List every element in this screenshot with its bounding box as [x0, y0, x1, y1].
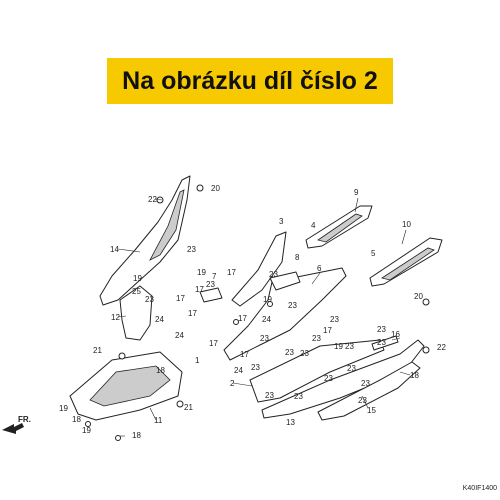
part-callout-21: 21 — [184, 403, 193, 412]
part-callout-23: 23 — [345, 342, 354, 351]
banner-text: Na obrázku díl číslo 2 — [122, 66, 378, 95]
part-callout-15: 15 — [367, 406, 376, 415]
part-small-cover — [199, 287, 223, 303]
leader-lines — [117, 197, 411, 437]
part-callout-24: 24 — [262, 315, 271, 324]
part-callout-19: 19 — [263, 295, 272, 304]
part-callout-24: 24 — [175, 331, 184, 340]
part-bracket — [231, 231, 287, 307]
part-callout-10: 10 — [402, 220, 411, 229]
part-callout-18: 18 — [72, 415, 81, 424]
part-callout-23: 23 — [312, 334, 321, 343]
part-callout-12: 12 — [111, 313, 120, 322]
part-callout-23: 23 — [285, 348, 294, 357]
part-callout-18: 18 — [132, 431, 141, 440]
part-callout-23: 23 — [358, 396, 367, 405]
part-callout-1: 1 — [195, 356, 200, 365]
part-undercover-inset — [89, 365, 171, 407]
part-front-cover — [99, 175, 191, 306]
part-inner-panel — [119, 285, 153, 341]
part-callout-23: 23 — [294, 392, 303, 401]
part-callout-17: 17 — [323, 326, 332, 335]
part-callout-19: 19 — [334, 342, 343, 351]
part-callout-23: 23 — [330, 315, 339, 324]
part-callout-19: 19 — [197, 268, 206, 277]
part-callout-19: 19 — [133, 274, 142, 283]
part-callout-23: 23 — [251, 363, 260, 372]
part-callout-4: 4 — [311, 221, 316, 230]
part-callout-23: 23 — [260, 334, 269, 343]
part-callout-17: 17 — [188, 309, 197, 318]
part-callout-23: 23 — [145, 295, 154, 304]
part-callout-7: 7 — [212, 272, 217, 281]
part-callout-14: 14 — [110, 245, 119, 254]
part-rail — [371, 335, 399, 351]
part-callout-24: 24 — [155, 315, 164, 324]
part-center-panel — [223, 267, 347, 361]
part-callout-18: 18 — [410, 371, 419, 380]
part-callout-8: 8 — [295, 253, 300, 262]
part-callout-18: 18 — [156, 366, 165, 375]
part-callout-20: 20 — [211, 184, 220, 193]
part-side-trim-upper-inset — [317, 213, 363, 243]
part-callout-22: 22 — [437, 343, 446, 352]
part-callout-2: 2 — [230, 379, 235, 388]
part-callout-21: 21 — [93, 346, 102, 355]
part-callout-23: 23 — [269, 270, 278, 279]
part-callout-17: 17 — [176, 294, 185, 303]
part-callout-17: 17 — [209, 339, 218, 348]
part-callout-17: 17 — [238, 314, 247, 323]
part-callout-11: 11 — [154, 416, 163, 425]
part-callout-13: 13 — [286, 418, 295, 427]
part-callout-19: 19 — [82, 426, 91, 435]
part-side-trim-lower-inset — [381, 247, 435, 281]
part-callout-23: 23 — [377, 325, 386, 334]
part-callout-9: 9 — [354, 188, 359, 197]
part-callout-23: 23 — [187, 245, 196, 254]
part-callout-23: 23 — [265, 391, 274, 400]
part-callout-23: 23 — [206, 280, 215, 289]
part-front-cover-trim — [149, 189, 185, 261]
part-callout-24: 24 — [234, 366, 243, 375]
part-lower-skirt — [317, 361, 421, 421]
part-callout-23: 23 — [300, 349, 309, 358]
part-callout-5: 5 — [371, 249, 376, 258]
fastener-markers — [85, 184, 430, 441]
part-callout-17: 17 — [240, 350, 249, 359]
part-center-panel-cover — [269, 271, 301, 291]
part-floor-cover — [249, 339, 385, 403]
part-callout-16: 16 — [391, 330, 400, 339]
part-callout-19: 19 — [59, 404, 68, 413]
part-callout-17: 17 — [227, 268, 236, 277]
part-callout-23: 23 — [361, 379, 370, 388]
part-callout-23: 23 — [377, 338, 386, 347]
part-number-banner: Na obrázku díl číslo 2 — [107, 58, 393, 104]
part-callout-23: 23 — [347, 364, 356, 373]
figure-code: K40IF1400 — [462, 485, 497, 492]
part-callout-20: 20 — [414, 292, 423, 301]
part-callout-17: 17 — [195, 285, 204, 294]
part-callout-23: 23 — [288, 301, 297, 310]
part-callout-25: 25 — [132, 287, 141, 296]
part-callout-3: 3 — [279, 217, 284, 226]
part-side-skirt — [261, 339, 425, 419]
direction-label: FR. — [18, 415, 31, 424]
part-callout-22: 22 — [148, 195, 157, 204]
part-callout-23: 23 — [324, 374, 333, 383]
part-callout-6: 6 — [317, 264, 322, 273]
direction-arrow: FR. — [2, 415, 31, 434]
